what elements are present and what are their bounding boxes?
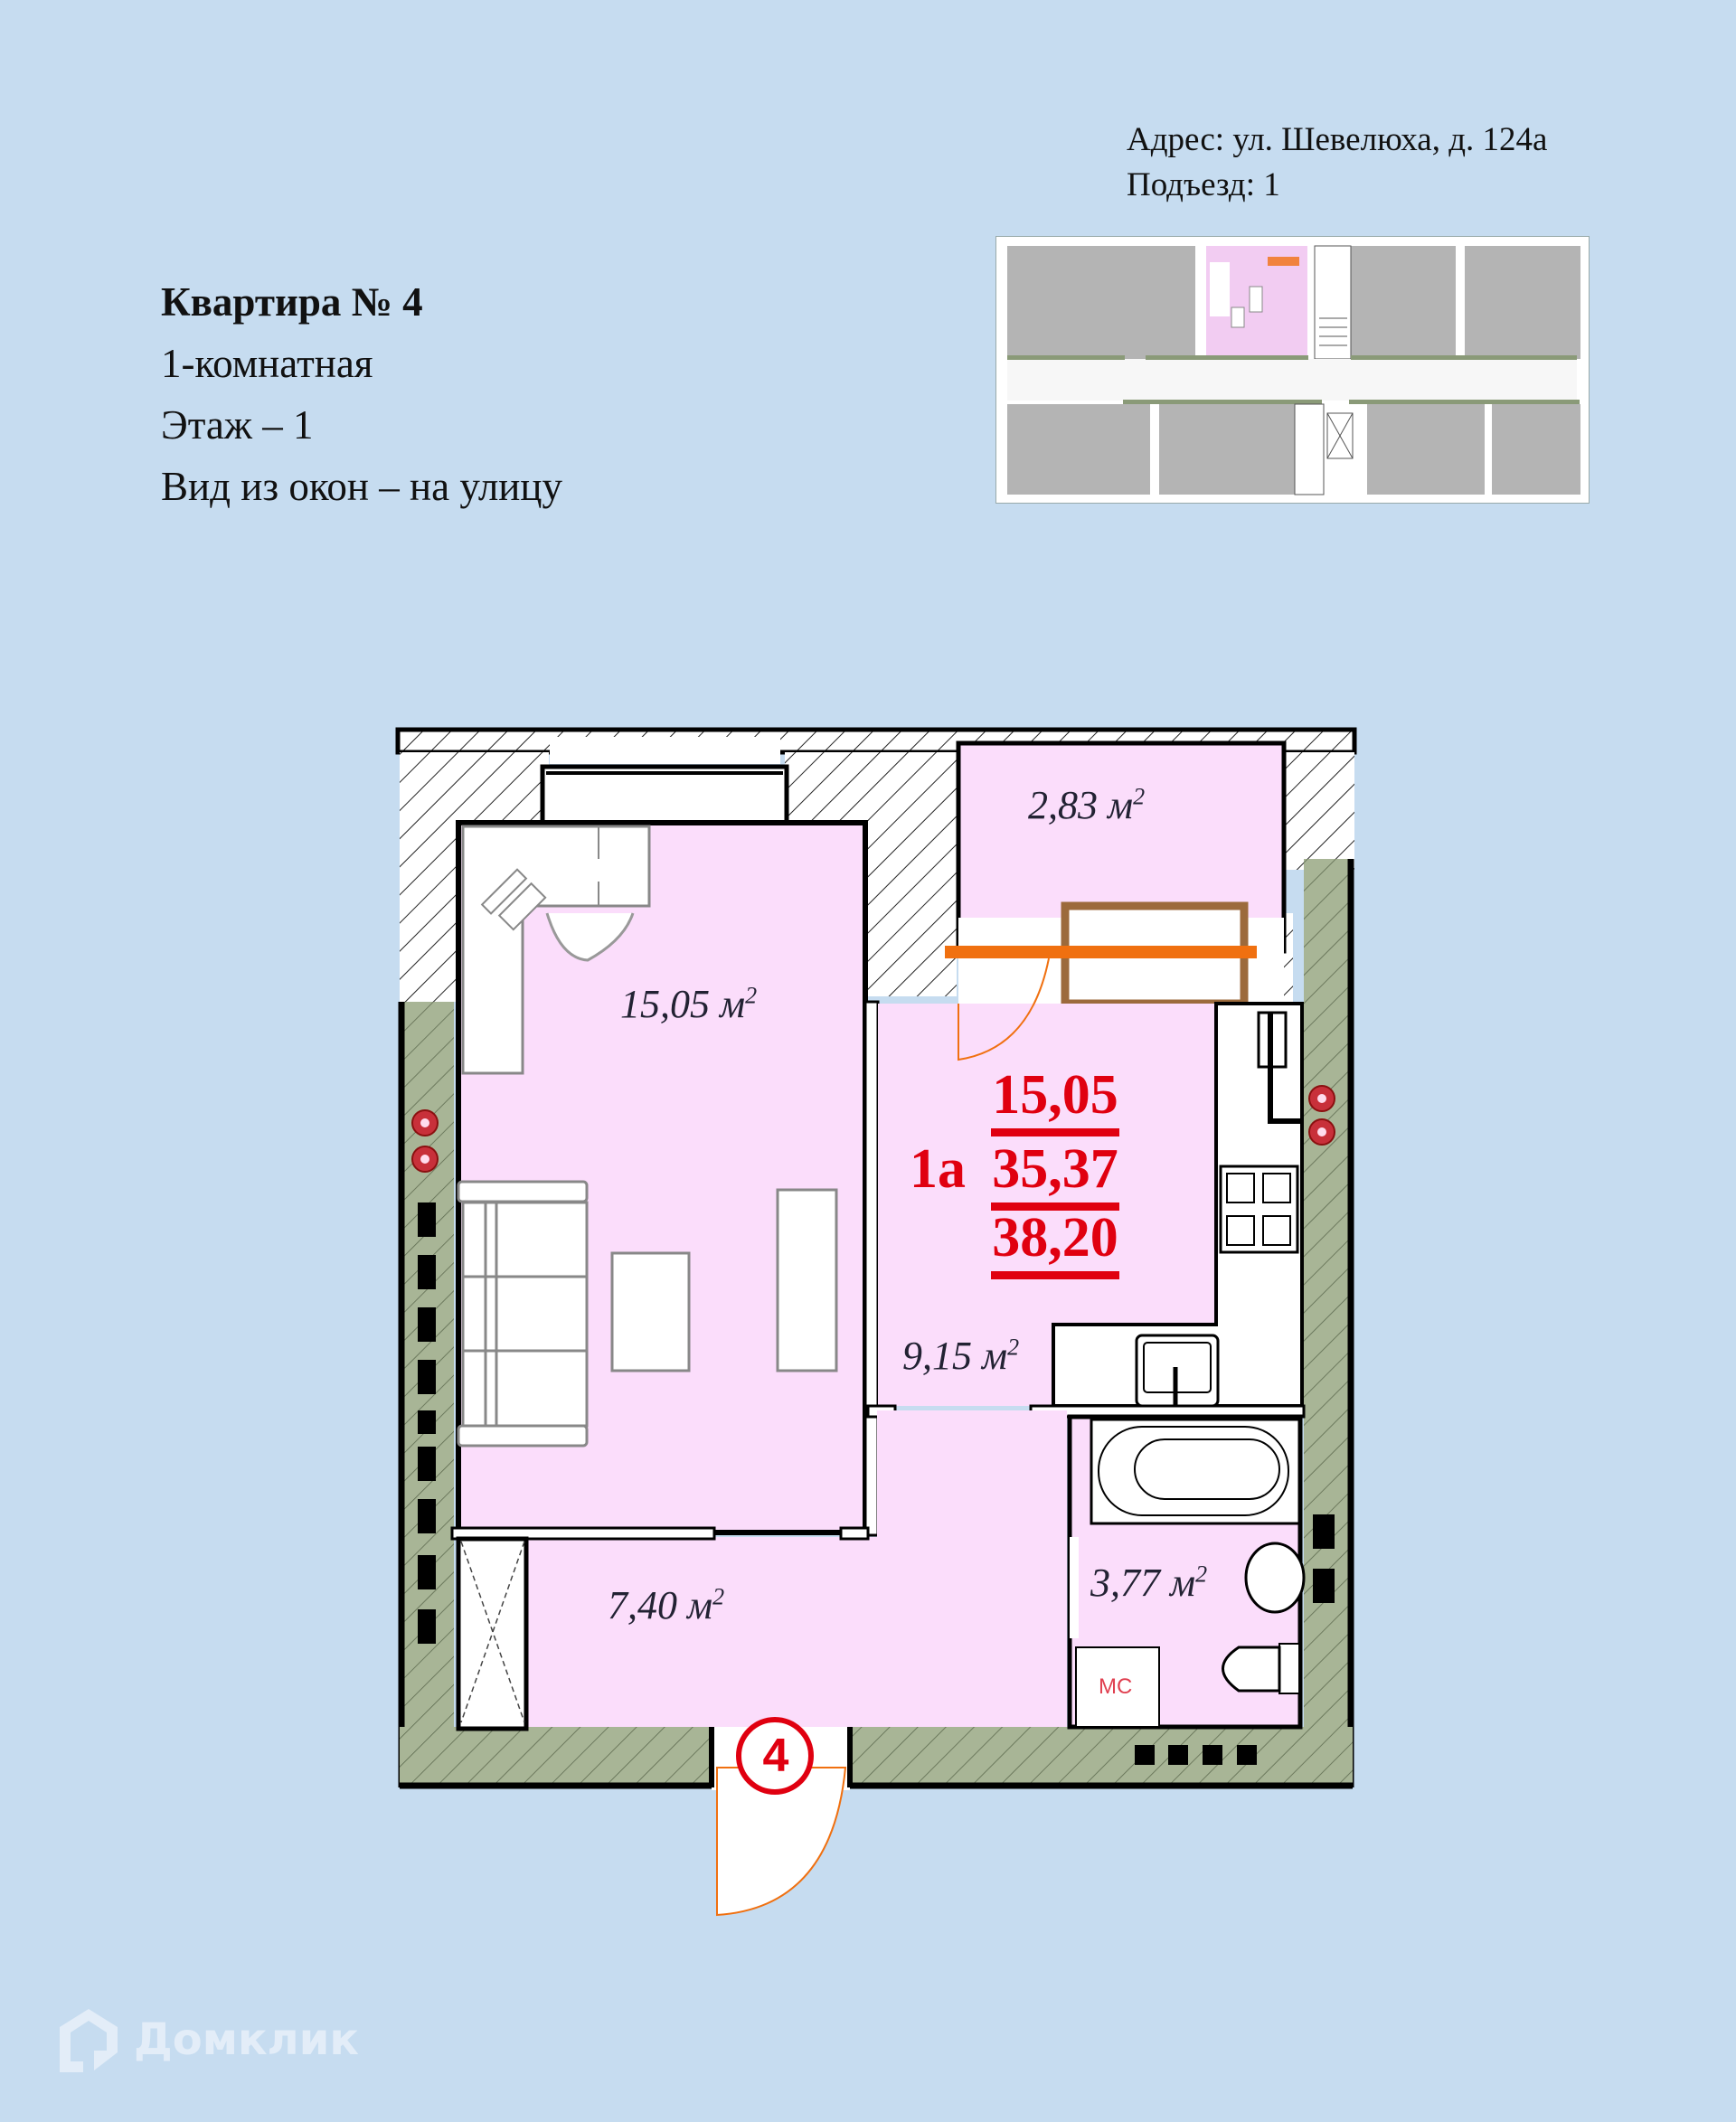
living-room-area: 15,05 м2 [620, 982, 758, 1026]
floor-number: Этаж – 1 [161, 402, 314, 448]
address-block: Адрес: ул. Шевелюха, д. 124а Подъезд: 1 [1127, 118, 1547, 208]
washing-machine-label: МС [1099, 1674, 1133, 1699]
domclick-watermark: Домклик [56, 2005, 359, 2074]
apartment-info: Квартира № 4 1-комнатная Этаж – 1 Вид из… [161, 271, 562, 517]
room-count: 1-комнатная [161, 341, 373, 386]
floor-key-plan [995, 236, 1590, 504]
summary-total-with-balcony: 38,20 [991, 1210, 1119, 1279]
balcony-area: 2,83 м2 [1028, 783, 1146, 827]
address-line: Адрес: ул. Шевелюха, д. 124а [1127, 121, 1548, 158]
hall-area: 7,40 м2 [608, 1583, 725, 1627]
summary-total-area: 35,37 [991, 1141, 1119, 1211]
house-logo-icon [60, 2009, 118, 2072]
kitchen-area: 9,15 м2 [902, 1334, 1020, 1378]
watermark-text: Домклик [134, 2014, 359, 2065]
entrance-line: Подъезд: 1 [1127, 166, 1280, 203]
summary-living-area: 15,05 [991, 1067, 1119, 1136]
bathroom-area: 3,77 м2 [1090, 1561, 1208, 1605]
apartment-title: Квартира № 4 [161, 279, 423, 325]
apartment-number-badge: 4 [762, 1730, 789, 1782]
apartment-type-code: 1а [910, 1138, 966, 1200]
window-view: Вид из окон – на улицу [161, 464, 562, 509]
